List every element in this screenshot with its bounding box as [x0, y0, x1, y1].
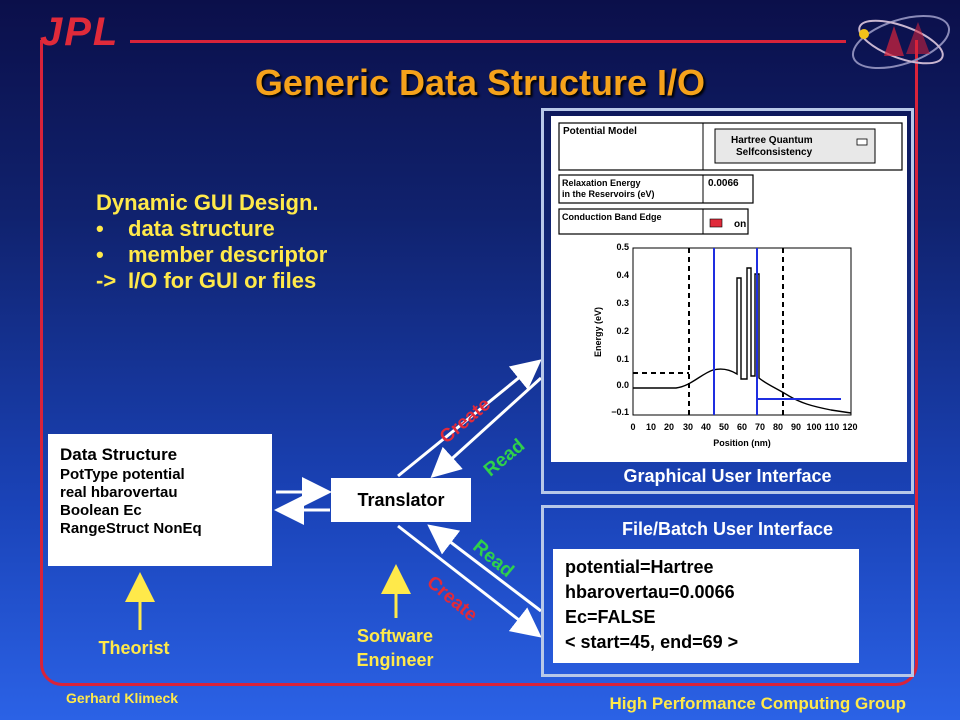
y-tick-label: 0.4: [616, 270, 629, 280]
engineer-line: Software: [356, 626, 434, 646]
energy-plot: 0.5 0.4 0.3 0.2 0.1 0.0 −0.1 0 10 20 30 …: [593, 242, 858, 448]
y-tick-label: −0.1: [611, 407, 629, 417]
y-tick-label: 0.5: [616, 242, 629, 252]
arrow-create-gui: [397, 359, 542, 478]
slide-frame: [40, 40, 918, 686]
list-item: • member descriptor: [96, 242, 327, 268]
jpl-logo: JPL: [40, 10, 120, 54]
x-axis-label: Position (nm): [713, 438, 771, 448]
author-name: Gerhard Klimeck: [66, 690, 179, 706]
x-tick-label: 10: [646, 422, 656, 432]
gui-screenshot-content: Potential Model Hartree Quantum Selfcons…: [558, 122, 903, 448]
y-tick-label: 0.1: [616, 354, 629, 364]
software-engineer-label: Software Engineer: [320, 624, 470, 672]
list-item-text: data structure: [128, 216, 275, 241]
x-tick-label: 0: [630, 422, 635, 432]
group-name: High Performance Computing Group: [609, 694, 906, 713]
x-tick-label: 20: [664, 422, 674, 432]
x-tick-label: 50: [719, 422, 729, 432]
header-rule: [130, 40, 846, 43]
list-item-text: I/O for GUI or files: [128, 268, 317, 293]
translator-label: Translator: [357, 489, 445, 510]
data-structure-heading: Data Structure: [60, 445, 178, 464]
data-structure-box: Data Structure PotType potential real hb…: [48, 434, 272, 566]
data-structure-line: Boolean Ec: [60, 502, 142, 519]
potential-model-value-line: Selfconsistency: [736, 147, 813, 158]
y-tick-label: 0.2: [616, 326, 629, 336]
file-batch-line: < start=45, end=69 >: [565, 632, 739, 652]
y-tick-label: 0.3: [616, 298, 629, 308]
y-tick-label: 0.0: [616, 380, 629, 390]
x-tick-label: 120: [842, 422, 857, 432]
data-structure-line: PotType potential: [60, 466, 185, 483]
bullet-marker: •: [96, 216, 104, 241]
data-structure-line: RangeStruct NonEq: [60, 520, 202, 537]
slide-title: Generic Data Structure I/O: [254, 62, 706, 103]
arrow-read-file: [427, 524, 542, 613]
dropdown-arrow-icon: [856, 138, 868, 146]
relaxation-label: Relaxation Energy: [562, 178, 641, 188]
file-batch-line: Ec=FALSE: [565, 607, 656, 627]
file-batch-line: potential=Hartree: [565, 557, 714, 577]
list-item-text: member descriptor: [128, 242, 328, 267]
x-tick-label: 110: [825, 422, 840, 432]
gui-screenshot: [551, 116, 907, 462]
x-tick-label: 80: [773, 422, 783, 432]
engineer-line: Engineer: [356, 650, 434, 670]
cbe-value: on: [734, 219, 746, 230]
y-axis-label: Energy (eV): [593, 307, 603, 357]
relaxation-label: in the Reservoirs (eV): [562, 189, 655, 199]
x-tick-label: 40: [701, 422, 711, 432]
x-tick-label: 30: [683, 422, 693, 432]
list-item: • data structure: [96, 216, 327, 242]
cbe-toggle[interactable]: [709, 218, 723, 228]
file-batch-line: hbarovertau=0.0066: [565, 582, 735, 602]
cbe-label: Conduction Band Edge: [562, 212, 662, 222]
gui-label: Graphical User Interface: [623, 466, 832, 486]
translator-box: Translator: [331, 478, 471, 522]
relaxation-value[interactable]: 0.0066: [708, 178, 739, 189]
plot-ticks: 0.5 0.4 0.3 0.2 0.1 0.0 −0.1 0 10 20 30 …: [611, 242, 857, 432]
theorist-label: Theorist: [98, 638, 170, 658]
file-batch-box: potential=Hartree hbarovertau=0.0066 Ec=…: [553, 549, 859, 663]
arrow-read-gui: [430, 376, 543, 479]
list-item: -> I/O for GUI or files: [96, 268, 327, 294]
arrow-create-file: [397, 524, 542, 638]
bullet-marker: •: [96, 242, 104, 267]
x-tick-label: 90: [791, 422, 801, 432]
x-tick-label: 70: [755, 422, 765, 432]
x-tick-label: 100: [806, 422, 821, 432]
intro-list: Dynamic GUI Design. • data structure • mem…: [96, 190, 327, 294]
intro-heading: Dynamic GUI Design.: [96, 190, 319, 215]
file-batch-panel: [541, 505, 914, 677]
data-structure-line: real hbarovertau: [60, 484, 178, 501]
bullet-marker: ->: [96, 268, 117, 293]
file-batch-label: File/Batch User Interface: [621, 519, 834, 539]
gui-panel: [541, 108, 914, 494]
potential-model-dropdown[interactable]: [714, 128, 876, 164]
x-tick-label: 60: [737, 422, 747, 432]
nemo-logo-icon: [851, 14, 951, 70]
potential-model-value-line: Hartree Quantum: [731, 135, 813, 146]
potential-model-label: Potential Model: [563, 126, 637, 137]
